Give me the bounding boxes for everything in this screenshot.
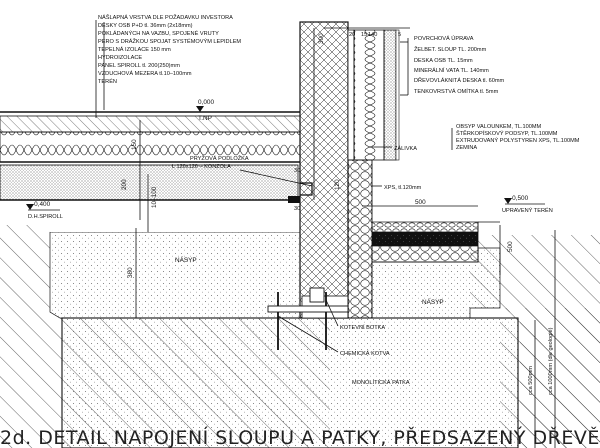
level-marks [0, 106, 545, 211]
wall-layer-6: TENKOVRSTVÁ OMÍTKA tl. 5mm [414, 88, 499, 95]
floor-layer-1: NÁŠLAPNÁ VRSTVA DLE POŽADAVKU INVESTORA [98, 13, 233, 21]
floor-layer-5: TEPELNÁ IZOLACE 150 mm [98, 46, 171, 53]
dim-10-100: 10–100 [151, 186, 158, 208]
steel-console [288, 182, 313, 203]
tnp-label: T.NP [198, 115, 212, 122]
wall-layer-4: MINERÁLNÍ VATA TL. 140mm [414, 67, 489, 74]
dim-200: 200 [121, 179, 128, 190]
dim-380: 380 [127, 267, 134, 278]
ground-layer-4: ZEMINA [456, 145, 477, 151]
level-0000-label: 0,000 [198, 99, 214, 106]
annotations: 0,000 T.NP -0,400 D.H.SPIROLL -0,500 UPR… [28, 99, 553, 386]
dim-500: 500 [415, 199, 426, 206]
upraveny-teren-label: UPRAVENÝ TERÉN [502, 207, 553, 214]
xps-label: XPS, tl.120mm [384, 185, 422, 191]
anchors [267, 287, 349, 350]
dim-500-vertical: 500 [507, 241, 514, 252]
ground-layer-2: ŠTĚRKOPÍSKOVÝ PODSYP, TL.100MM [456, 129, 558, 137]
floor-layer-2: DESKY OSB P+D tl. 36mm (2x18mm) [98, 23, 193, 29]
dim-20: 20 [349, 32, 355, 38]
ground-layer-1: OBSYP VALOUNKEM, TL.100MM [456, 124, 542, 130]
wall-layer-1: POVRCHOVÁ ÚPRAVA [414, 35, 474, 42]
floor-layer-6: HYDROIZOLACE [98, 55, 142, 61]
floor-layer-8: VZDUCHOVÁ MEZERA tl.10–100mm [98, 70, 192, 77]
monoliticka-patka-label: MONOLITICKÁ PATKA [352, 379, 410, 386]
drawing-caption: 2d. DETAIL NAPOJENÍ SLOUPU A PATKY, PŘED… [0, 426, 600, 448]
floor-structure [0, 111, 301, 201]
chemicka-kotva-label: CHEMICKÁ KOTVA [340, 350, 390, 357]
dim-5: 5 [398, 32, 401, 38]
xps-plinth [347, 159, 373, 319]
dim-15: 15 [361, 32, 367, 38]
nasyp-right-label: NÁSYP [422, 297, 444, 306]
wall-insulation [347, 29, 400, 161]
zalivka-label: ZÁLIVKA [394, 145, 417, 152]
ground-layers-legend: OBSYP VALOUNKEM, TL.100MM ŠTĚRKOPÍSKOVÝ … [456, 124, 580, 151]
dimension-lines [103, 22, 556, 448]
dim-30: 30 [294, 168, 300, 174]
pryzova-label-1: PRYŽOVÁ PODLOŽKA [190, 154, 249, 162]
floor-layer-3: POKLÁDANÝCH NA VAZBU, SPOJENÉ VRUTY [98, 30, 219, 37]
wall-layer-5: DŘEVOVLÁKNITÁ DESKA tl. 60mm [414, 76, 504, 84]
dim-cca-500: cca 500mm [528, 366, 534, 395]
dim-150: 150 [131, 139, 138, 150]
dim-140: 140 [368, 32, 377, 38]
column [299, 21, 349, 319]
level-0400-label: -0,400 [32, 201, 51, 208]
dh-spiroll-label: D.H.SPIROLL [28, 214, 63, 220]
nasyp-left-label: NÁSYP [175, 255, 197, 264]
fill-nasyp-left [10, 218, 301, 319]
ground-layer-3: EXTRUDOVANÝ POLYSTYREN XPS, TL.100MM [456, 137, 580, 144]
leader-lines [95, 20, 453, 353]
floor-layer-4: PERO S DRÁŽKOU SPOJAT SYSTÉMOVÝM LEPIDLE… [98, 37, 241, 45]
floor-layer-9: TERÉN [98, 78, 117, 85]
dim-300: 300 [318, 33, 325, 44]
floor-layer-7: PANEL SPIROLL tl. 200(250)mm [98, 63, 180, 69]
wall-layers-legend: POVRCHOVÁ ÚPRAVA ŽELBET. SLOUP TL. 200mm… [414, 35, 504, 95]
ground-layers [371, 221, 500, 263]
pryzova-label-2: L 120x120 – KONZOLA [172, 164, 231, 170]
dim-120: 120 [334, 179, 341, 190]
dim-30b: 30 [294, 206, 300, 212]
dim-cca-1000: cca 1000mm (dle geologie) [548, 327, 554, 395]
dimension-texts: 200 10–100 380 150 300 120 30 30 20 15 1… [121, 32, 554, 395]
monolithic-footing [61, 317, 519, 448]
wall-layer-3: DESKA OSB TL. 15mm [414, 58, 473, 64]
level-0500-label: -0,500 [510, 195, 529, 202]
wall-layer-2: ŽELBET. SLOUP TL. 200mm [414, 45, 487, 53]
kotevni-botka-label: KOTEVNÍ BOTKA [340, 324, 385, 331]
floor-layers-legend: NÁŠLAPNÁ VRSTVA DLE POŽADAVKU INVESTORA … [98, 13, 241, 85]
